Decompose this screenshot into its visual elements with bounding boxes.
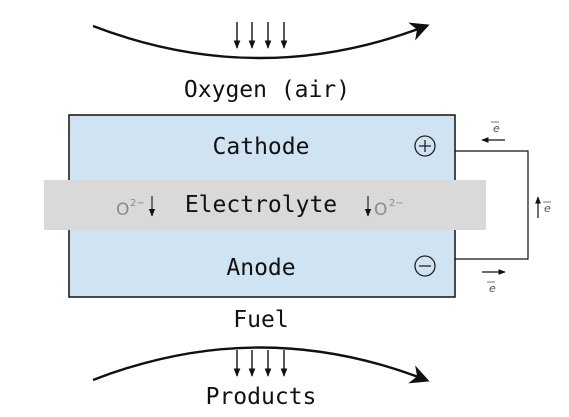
cathode-label: Cathode bbox=[213, 134, 310, 160]
products-label: Products bbox=[206, 384, 317, 410]
minus-circle-icon bbox=[414, 255, 436, 277]
svg-text:2−: 2− bbox=[389, 198, 404, 209]
fuel-label: Fuel bbox=[233, 307, 288, 333]
svg-text:e: e bbox=[544, 202, 551, 215]
electron-flow-bottom: e bbox=[482, 269, 506, 295]
oxide-ion-right: O 2− bbox=[364, 196, 404, 220]
electron-flow-top: e bbox=[481, 121, 505, 143]
products-outflow-arrows-icon bbox=[233, 350, 288, 377]
electron-flow-side: e bbox=[535, 196, 551, 218]
svg-text:O: O bbox=[374, 200, 387, 220]
anode-label: Anode bbox=[226, 255, 295, 281]
svg-text:e: e bbox=[489, 282, 496, 295]
oxygen-inflow-arrows-icon bbox=[233, 22, 288, 49]
plus-circle-icon bbox=[414, 135, 436, 157]
oxide-ion-left: O 2− bbox=[116, 196, 156, 220]
electrolyte-label: Electrolyte bbox=[185, 192, 337, 218]
external-circuit-wire bbox=[455, 150, 529, 260]
electrolyte-layer bbox=[44, 180, 486, 230]
fuel-flow-arrow-icon bbox=[92, 346, 430, 384]
svg-text:e: e bbox=[493, 122, 500, 135]
svg-text:O: O bbox=[116, 200, 129, 220]
svg-text:2−: 2− bbox=[130, 198, 145, 209]
air-flow-arrow-icon bbox=[92, 22, 430, 60]
oxygen-label: Oxygen (air) bbox=[184, 77, 350, 103]
